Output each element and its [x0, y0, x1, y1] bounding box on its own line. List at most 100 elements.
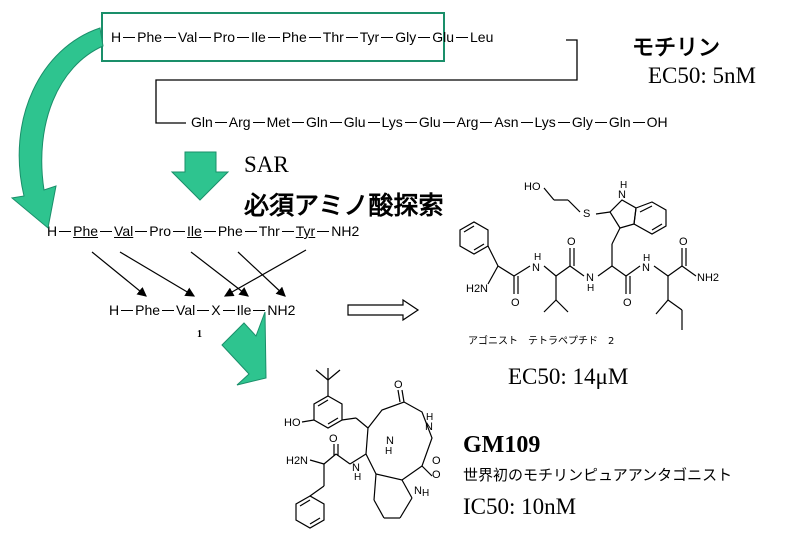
motilin-line2-bond [291, 121, 304, 123]
agonist-atom-o3: O [623, 297, 632, 309]
mapping-arrows [91, 249, 307, 297]
motilin-line1-residue: H [111, 29, 122, 45]
motilin-line2-bond [214, 121, 227, 123]
motilin-line1-bond [164, 36, 177, 38]
curved-arrow [10, 27, 104, 229]
motilin-line2-residue: Lys [381, 114, 403, 130]
motilin-line1-bond [237, 36, 250, 38]
gm109-atom-h1: H [354, 472, 361, 483]
motilin-line1-bond [267, 36, 280, 38]
motilin-line1-residue: Val [178, 29, 198, 45]
tetrapeptide-bond [162, 309, 175, 311]
gm109-atom-ho: HO [284, 417, 301, 429]
gm109-atom-o1: O [329, 433, 338, 445]
fragment-residue: Phe [73, 223, 99, 239]
fragment-residue: Thr [258, 223, 280, 239]
tetrapeptide-residue: Ile [236, 302, 252, 318]
fragment-bond [203, 230, 216, 232]
motilin-line2-bond [632, 121, 645, 123]
gm109-atom-n3: N [425, 421, 433, 433]
fragment-residue: Tyr [295, 223, 316, 239]
fragment-bond [135, 230, 148, 232]
motilin-ec50: EC50: 5nM [648, 63, 756, 88]
fragment-residue: NH2 [331, 223, 360, 239]
agonist-atom-n-indole: N [618, 189, 626, 201]
motilin-line1-bond [418, 36, 431, 38]
motilin-line1-residue: Glu [432, 29, 455, 45]
sar-subtitle: 必須アミノ酸探索 [244, 191, 444, 220]
motilin-line1-bond [123, 36, 136, 38]
tetrapeptide-residue: NH2 [267, 302, 296, 318]
motilin-line2-residue: Gln [608, 114, 631, 130]
gm109-description: 世界初のモチリンピュアアンタゴニスト [463, 466, 733, 484]
tetrapeptide-bond [253, 309, 266, 311]
agonist-atom-nh2: NH2 [697, 272, 719, 284]
motilin-line1-residue: Leu [470, 29, 494, 45]
fragment-bond [173, 230, 186, 232]
motilin-line1-residue: Pro [213, 29, 236, 45]
fragment-residue: Pro [149, 223, 172, 239]
tetrapeptide-residue: Val [176, 302, 196, 318]
agonist-atom-o4: O [679, 236, 688, 248]
motilin-line2-residue: Asn [494, 114, 519, 130]
motilin-line1-bond [199, 36, 212, 38]
hollow-arrow [347, 298, 420, 322]
motilin-line2-bond [557, 121, 570, 123]
motilin-line1-bond [345, 36, 358, 38]
motilin-line2-residue: OH [646, 114, 668, 130]
fragment-bond [317, 230, 330, 232]
gm109-atom-h4: H [422, 488, 429, 499]
motilin-line2-bond [594, 121, 607, 123]
fragment-residue: H [47, 223, 58, 239]
motilin-line2-residue: Glu [418, 114, 441, 130]
motilin-line2-residue: Arg [228, 114, 251, 130]
gm109-atom-h2: H [385, 446, 392, 457]
agonist-atom-s: S [583, 208, 590, 220]
motilin-line2-residue: Gln [305, 114, 328, 130]
tetrapeptide-residue: Phe [135, 302, 161, 318]
fragment-residue: Ile [187, 223, 202, 239]
motilin-line2-bond [252, 121, 265, 123]
gm109-atom-h3: H [426, 412, 433, 423]
motilin-line2-residue: Met [266, 114, 290, 130]
agonist-atom-h-indole: H [620, 180, 627, 191]
fragment-residue: Phe [217, 223, 243, 239]
agonist-atom-n2: N [586, 272, 594, 284]
gm109-atom-n1: N [352, 462, 360, 474]
agonist-atom-h2n: H2N [466, 283, 488, 295]
agonist-atom-n3: N [642, 262, 650, 274]
motilin-line1-residue: Tyr [359, 29, 380, 45]
gm109-atom-o2: O [394, 379, 403, 391]
agonist-atom-o2: O [567, 236, 576, 248]
gm109-atom-o4: O [432, 455, 441, 467]
motilin-line1-residue: Thr [322, 29, 344, 45]
agonist-atom-ho: HO [524, 181, 541, 193]
tetrapeptide-bond [197, 309, 210, 311]
agonist-atom-h1: H [534, 252, 541, 263]
motilin-line2-residue: Gly [571, 114, 593, 130]
sar-label: SAR [244, 152, 289, 177]
motilin-line2-bond [329, 121, 342, 123]
motilin-line2-bond [404, 121, 417, 123]
motilin-line2-residue: Lys [534, 114, 556, 130]
tetrapeptide-residue: X [211, 302, 221, 318]
gm109-structure: HO H2N O H N O N H O H N O N H [284, 368, 441, 529]
agonist-label: アゴニスト テトラペプチド 2 [468, 336, 615, 347]
agonist-atom-h2: H [587, 283, 594, 294]
motilin-line2-residue: Gln [191, 114, 213, 130]
fragment-bond [59, 230, 72, 232]
motilin-line1-residue: Phe [281, 29, 307, 45]
sar-down-arrow [170, 151, 230, 201]
agonist-ec50: EC50: 14μM [508, 364, 629, 389]
motilin-line2-residue: Arg [456, 114, 479, 130]
gm109-atom-o3: O [432, 469, 441, 481]
agonist-atom-n1: N [532, 262, 540, 274]
gm109-atom-n4: N [414, 485, 422, 497]
motilin-line2-bond [520, 121, 533, 123]
motilin-name: モチリン [632, 36, 721, 61]
agonist-atom-h3: H [643, 253, 650, 264]
